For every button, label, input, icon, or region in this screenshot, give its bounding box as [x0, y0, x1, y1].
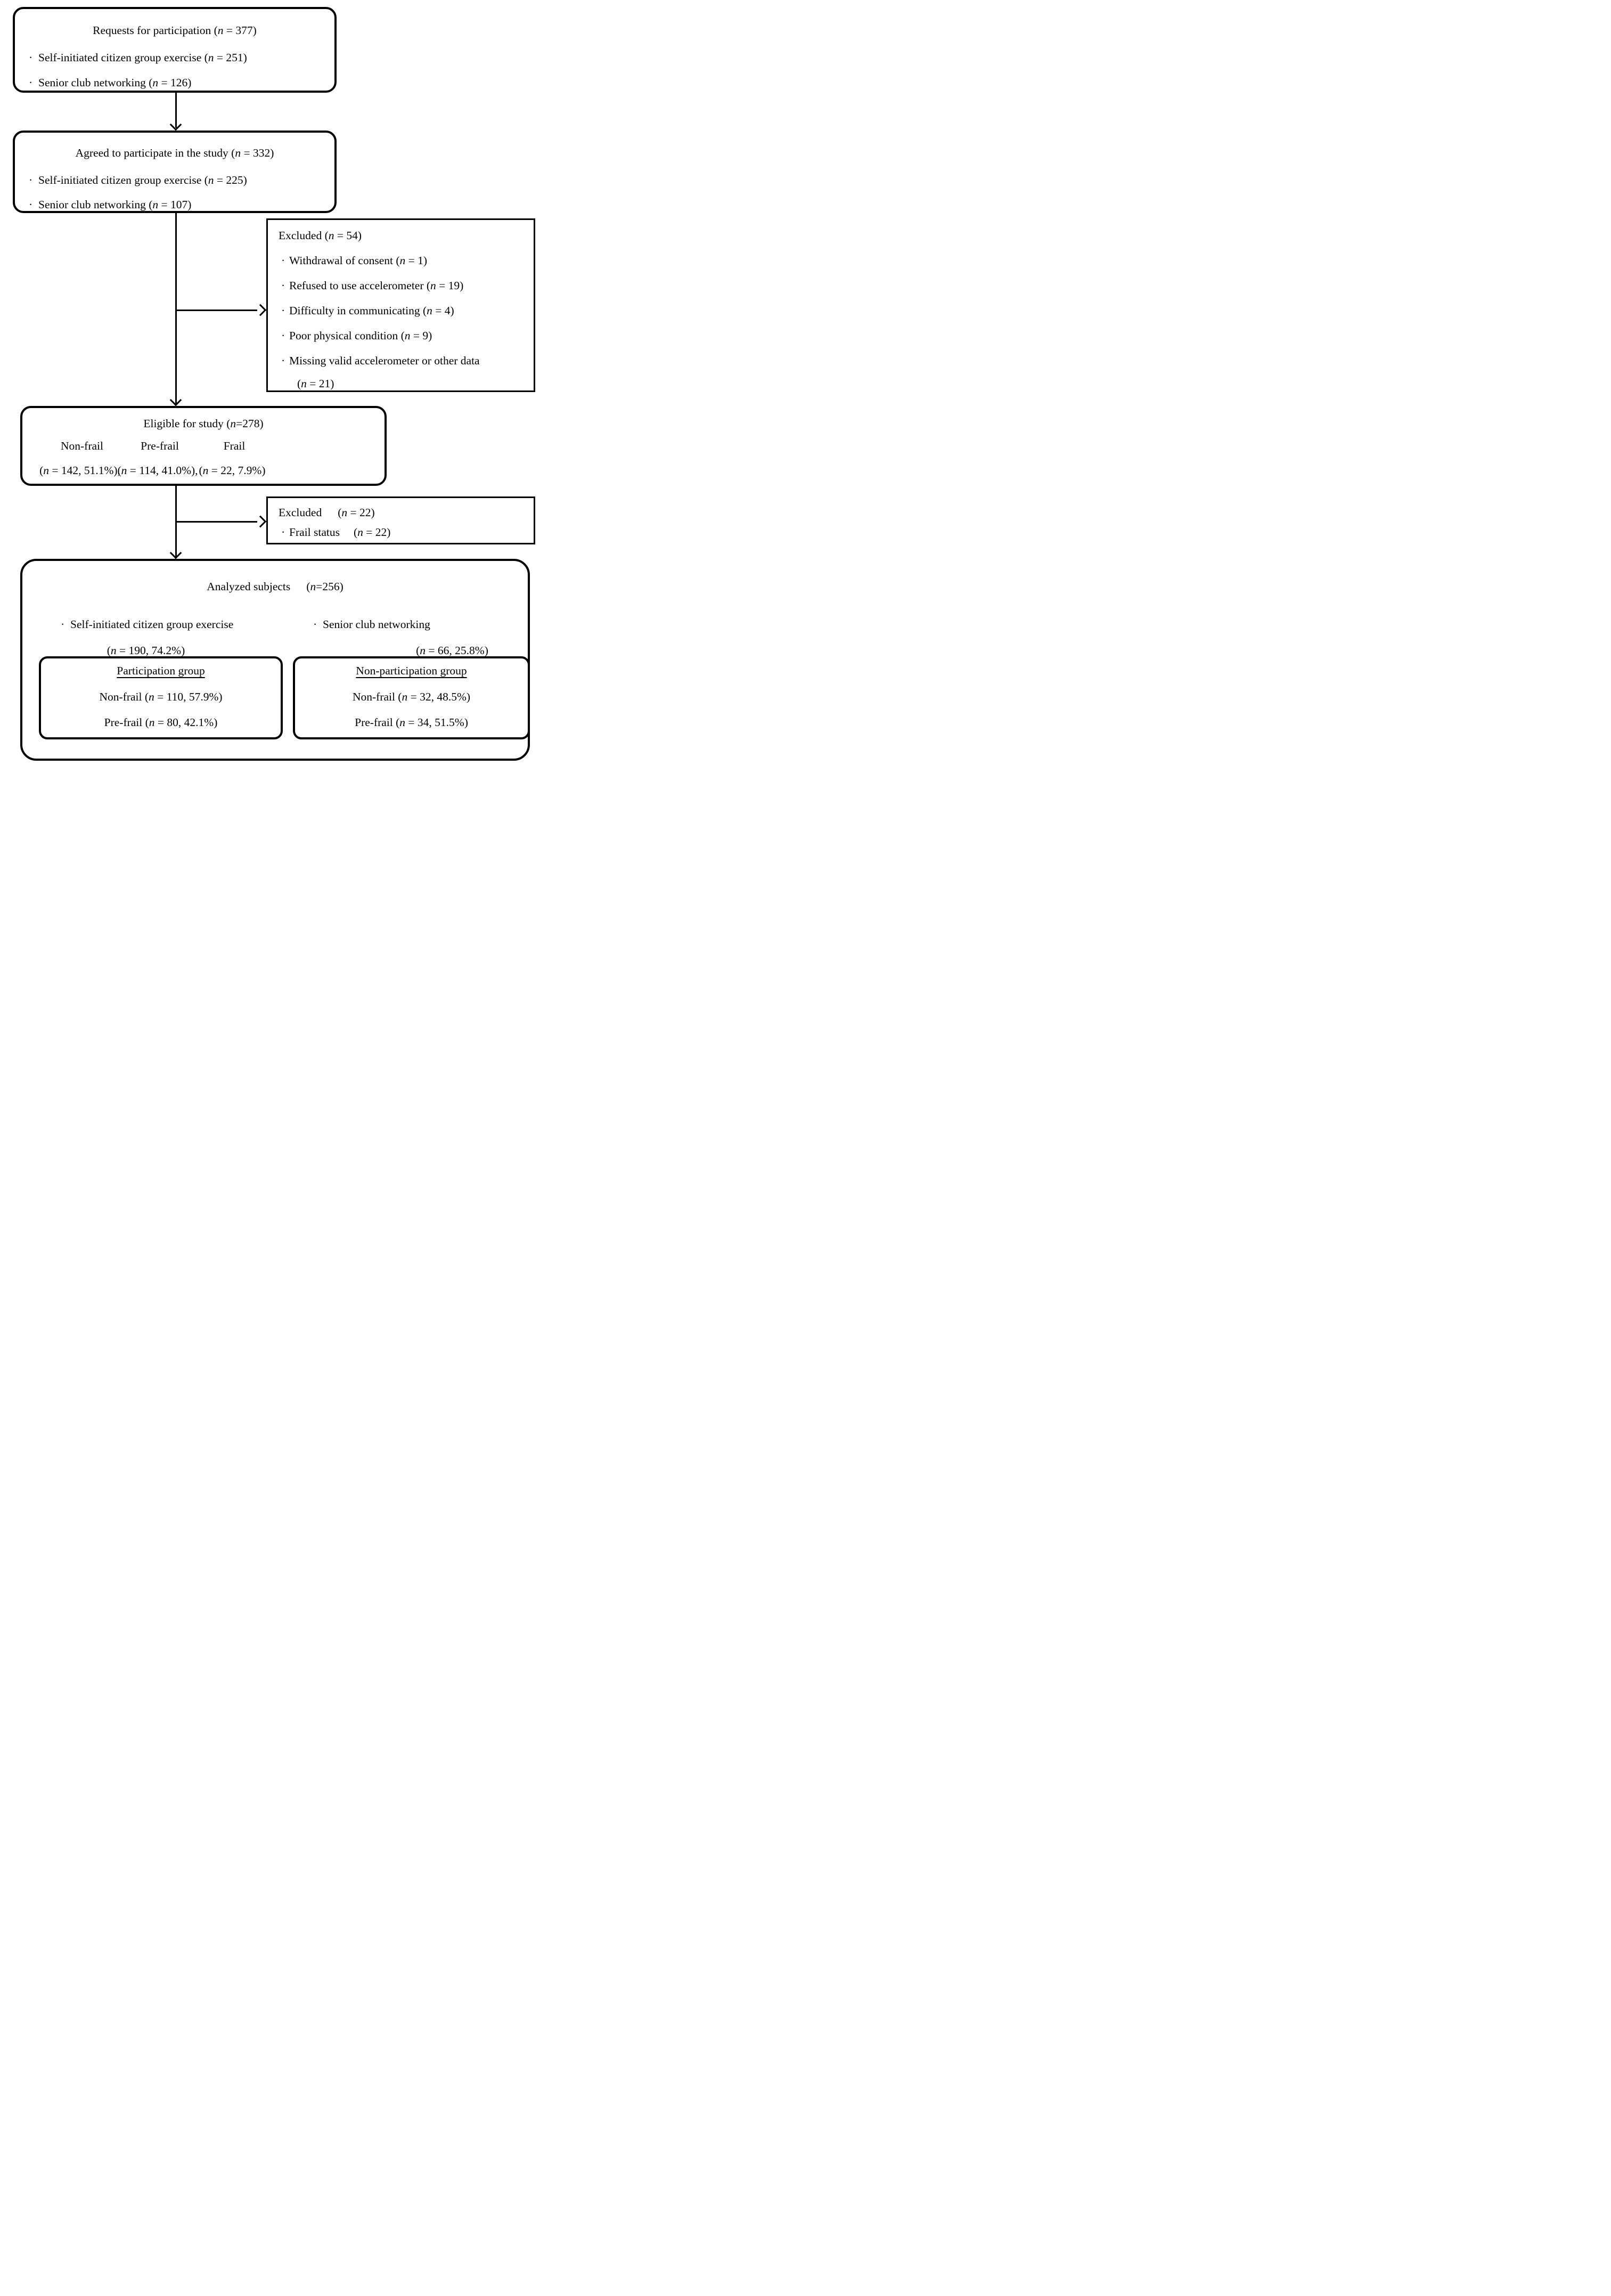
eligible-col-prefrail-stat: (n = 114, 41.0%),: [117, 464, 198, 477]
excluded-1-bullet-1: Withdrawal of consent (n = 1): [289, 254, 428, 267]
bullet-dot: ·: [281, 279, 285, 292]
eligible-col-frail-label: Frail: [223, 439, 246, 452]
list-item: · Withdrawal of consent (n = 1): [281, 254, 427, 267]
analyzed-box: Analyzed subjects (n=256) · Self-initiate…: [20, 559, 530, 761]
eligible-box-title: Eligible for study (n=278): [143, 417, 264, 430]
analyzed-group-1-stat: (n = 190, 74.2%): [107, 644, 185, 657]
bullet-dot: ·: [61, 618, 65, 631]
eligible-box: Eligible for study (n=278) Non-frail Pre…: [20, 406, 387, 486]
excluded-2-title-label: Excluded: [279, 506, 322, 519]
analyzed-group-2-stat: (n = 66, 25.8%): [416, 644, 488, 657]
bullet-dot: ·: [29, 198, 33, 211]
list-item: · Self-initiated citizen group exercise …: [29, 51, 247, 64]
requests-box: Requests for participation (n = 377) · S…: [13, 7, 337, 93]
agreed-bullet-2: Senior club networking (n = 107): [38, 198, 192, 211]
participation-nonfrail-line: Non-frail (n = 110, 57.9%): [99, 690, 223, 703]
excluded-1-bullet-4: Poor physical condition (n = 9): [289, 329, 432, 342]
eligible-col-nonfrail-stat: (n = 142, 51.1%),: [39, 464, 120, 477]
non-participation-group-heading: Non-participation group: [356, 664, 467, 677]
analyzed-group-1-bullet: Self-initiated citizen group exercise: [70, 618, 234, 631]
bullet-dot: ·: [29, 51, 33, 64]
bullet-dot: ·: [281, 354, 285, 367]
analyzed-title-stat: (n=256): [306, 580, 344, 593]
agreed-box: Agreed to participate in the study (n = …: [13, 131, 337, 213]
list-item: · Poor physical condition (n = 9): [281, 329, 432, 343]
bullet-dot: ·: [281, 329, 285, 342]
flow-branch-to-excluded-2: [175, 521, 257, 523]
agreed-box-title: Agreed to participate in the study (n = …: [75, 146, 274, 159]
bullet-dot: ·: [281, 254, 285, 267]
non-participation-group-box: Non-participation group Non-frail (n = 3…: [293, 656, 530, 739]
excluded-box-1: Excluded (n = 54) · Withdrawal of consen…: [266, 218, 535, 392]
requests-bullet-2: Senior club networking (n = 126): [38, 76, 192, 89]
bullet-dot: ·: [313, 618, 317, 631]
list-item: · Difficulty in communicating (n = 4): [281, 304, 454, 317]
excluded-2-title: Excluded (n = 22): [279, 506, 375, 519]
bullet-dot: ·: [281, 526, 285, 539]
bullet-dot: ·: [29, 174, 33, 186]
analyzed-box-title: Analyzed subjects (n=256): [22, 580, 528, 593]
participation-group-heading: Participation group: [117, 664, 205, 677]
list-item: · Self-initiated citizen group exercise: [61, 618, 233, 631]
excluded-2-bullet-label: Frail status: [289, 526, 340, 539]
list-item: · Senior club networking (n = 107): [29, 198, 191, 211]
excluded-2-title-stat: (n = 22): [338, 506, 375, 519]
non-participation-nonfrail-line: Non-frail (n = 32, 48.5%): [352, 690, 471, 703]
arrowhead-right-icon: [254, 515, 267, 528]
flow-branch-to-excluded-1: [175, 310, 257, 311]
excluded-1-bullet-5: Missing valid accelerometer or other dat…: [289, 354, 480, 367]
agreed-bullet-1: Self-initiated citizen group exercise (n…: [38, 174, 247, 186]
list-item: · Refused to use accelerometer (n = 19): [281, 279, 463, 292]
flow-line-requests-to-agreed: [175, 93, 177, 128]
arrowhead-down-icon: [169, 394, 182, 406]
bullet-dot: ·: [281, 304, 285, 317]
excluded-1-bullet-3: Difficulty in communicating (n = 4): [289, 304, 454, 317]
participant-flow-diagram: Requests for participation (n = 377) · S…: [0, 0, 537, 766]
participation-group-box: Participation group Non-frail (n = 110, …: [39, 656, 283, 739]
analyzed-group-2-bullet: Senior club networking: [323, 618, 430, 631]
excluded-2-bullet-stat: (n = 22): [353, 526, 391, 539]
excluded-box-2: Excluded (n = 22) · Frail status (n = 22): [266, 496, 535, 544]
non-participation-prefrail-line: Pre-frail (n = 34, 51.5%): [355, 716, 468, 729]
eligible-col-nonfrail-label: Non-frail: [61, 439, 103, 452]
analyzed-title-label: Analyzed subjects: [207, 580, 291, 593]
eligible-col-prefrail-label: Pre-frail: [141, 439, 179, 452]
list-item: · Self-initiated citizen group exercise …: [29, 174, 247, 187]
excluded-1-title: Excluded (n = 54): [279, 229, 362, 242]
list-item: · Senior club networking: [313, 618, 430, 631]
bullet-dot: ·: [29, 76, 33, 89]
list-item: · Frail status (n = 22): [281, 526, 390, 539]
requests-box-title: Requests for participation (n = 377): [93, 24, 257, 37]
requests-bullet-1: Self-initiated citizen group exercise (n…: [38, 51, 247, 64]
excluded-1-continuation: (n = 21): [297, 377, 334, 390]
flow-line-agreed-to-eligible: [175, 213, 177, 405]
arrowhead-down-icon: [169, 118, 182, 131]
arrowhead-right-icon: [254, 304, 267, 316]
excluded-1-bullet-2: Refused to use accelerometer (n = 19): [289, 279, 464, 292]
participation-prefrail-line: Pre-frail (n = 80, 42.1%): [104, 716, 218, 729]
arrowhead-down-icon: [169, 547, 182, 559]
list-item: · Senior club networking (n = 126): [29, 76, 191, 89]
list-item: · Missing valid accelerometer or other d…: [281, 354, 480, 368]
eligible-col-frail-stat: (n = 22, 7.9%): [199, 464, 266, 477]
